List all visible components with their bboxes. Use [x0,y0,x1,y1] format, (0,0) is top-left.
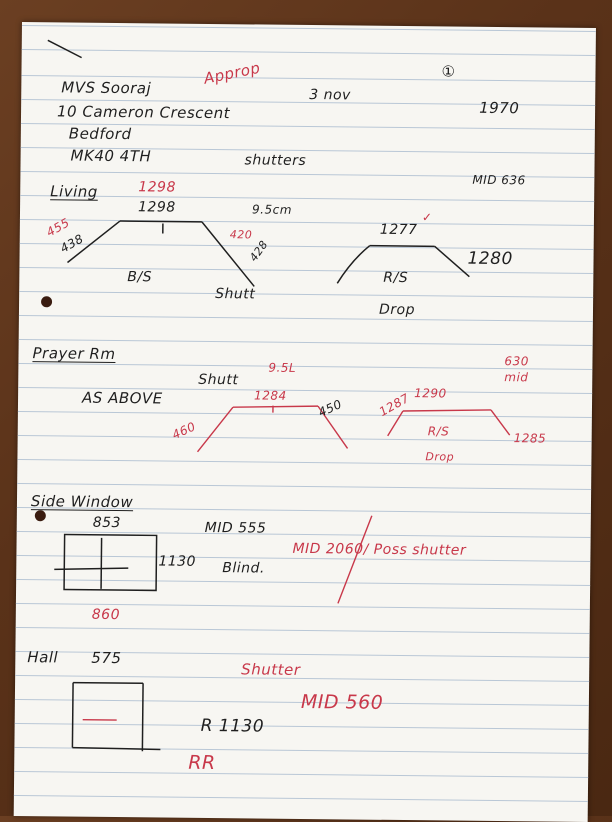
side-heading: Side Window [31,492,133,511]
living-bay2-top: 1277 [380,222,418,238]
circled-number: ① [441,62,455,80]
living-bay2-rs: R/S [383,270,408,286]
header-mid-note: MID 636 [472,173,526,188]
customer-name: MVS Sooraj [61,78,151,97]
side-width-top: 853 [93,515,121,531]
product-note: shutters [244,152,306,169]
prayer-mid-note: 630 mid [504,353,544,385]
side-height: 1130 [158,553,196,569]
hall-shutter: Shutter [241,660,300,679]
side-window-sketch [54,534,157,590]
living-label-bs: B/S [127,269,152,285]
side-red-note: MID 2060/ Poss shutter [292,541,466,559]
prayer-bay2-rs: R/S [428,424,450,438]
living-bay2-right: 1280 [467,249,512,269]
living-top-red: 1298 [138,179,176,195]
prayer-bay2-drop: Drop [425,450,454,463]
side-width-bottom: 860 [92,607,120,623]
living-depth: 9.5cm [252,202,292,216]
notebook-page: MVS Sooraj 10 Cameron Crescent Bedford M… [14,22,596,822]
prayer-heading: Prayer Rm [32,344,115,363]
hall-window-sketch [72,683,161,752]
hall-mid: MID 560 [301,691,384,714]
living-bay2-tick: ✓ [422,210,433,224]
hall-heading: Hall [27,648,58,666]
address-postcode: MK40 4TH [71,147,152,166]
hall-r-height: R 1130 [201,716,265,737]
prayer-top: 1284 [254,388,287,402]
prayer-as-above: AS ABOVE [82,389,163,408]
reference-number: 1970 [479,99,519,117]
side-red-divider [338,515,372,603]
living-bay2-drop: Drop [379,302,415,318]
hall-rr: RR [188,752,216,774]
side-mid: MID 555 [205,520,267,537]
prayer-shutt: Shutt [198,372,238,388]
hall-width: 575 [91,649,121,667]
survey-date: 3 nov [309,87,351,103]
side-blind: Blind. [222,560,265,576]
corner-stroke [48,40,82,57]
living-heading: Living [50,182,98,200]
prayer-bay2-top: 1290 [414,386,447,400]
living-right-red: 420 [230,228,253,241]
address-line-1: 10 Cameron Crescent [57,102,230,122]
prayer-bay2-right: 1285 [514,431,547,445]
living-bay-left-sketch [67,220,255,286]
prayer-depth: 9.5L [268,361,296,375]
living-top-black: 1298 [138,199,176,215]
living-label-shutt: Shutt [215,286,255,302]
address-line-2: Bedford [69,124,132,143]
